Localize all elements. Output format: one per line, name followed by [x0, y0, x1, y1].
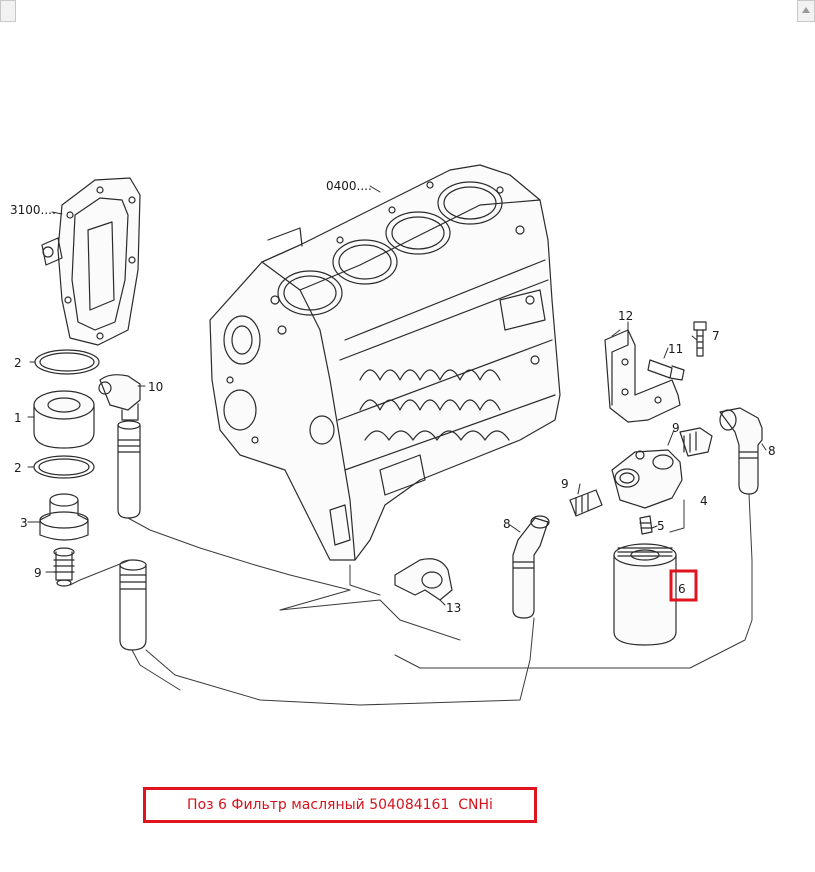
caption-text: Поз 6 Фильтр масляный 504084161 CNHi: [187, 797, 493, 813]
fitting-9-mid-part: [569, 489, 603, 517]
label-part-8-left: 8: [503, 517, 511, 531]
hose-8-left-part: [512, 515, 550, 619]
bolt-7-part: [693, 321, 707, 357]
label-part-6: 6: [678, 582, 686, 596]
label-part-1: 1: [14, 411, 22, 425]
label-group-3100: 3100....: [10, 203, 56, 217]
label-group-0400: 0400....: [326, 179, 372, 193]
label-part-12: 12: [618, 309, 633, 323]
hose-8-right-part: [719, 407, 763, 495]
seal-ring-top-part: [34, 349, 100, 375]
highlight-part-6-box: [669, 569, 698, 602]
label-part-10: 10: [148, 380, 163, 394]
label-part-11: 11: [668, 342, 683, 356]
elbow-10-part: [98, 374, 141, 421]
part-labels: 3100.... 0400.... 2 1 2 3 9 10 12 7 11 9…: [10, 179, 776, 615]
cover-plate-part: [41, 177, 141, 346]
label-part-7: 7: [712, 329, 720, 343]
label-part-9-right: 9: [672, 421, 680, 435]
engine-block: [209, 164, 561, 561]
pipe-routing-lines: [69, 329, 753, 706]
label-part-8-right: 8: [768, 444, 776, 458]
label-part-9-mid: 9: [561, 477, 569, 491]
label-part-3: 3: [20, 516, 28, 530]
filter-head-4-part: [611, 449, 683, 509]
bracket-12-part: [604, 329, 681, 423]
label-part-4: 4: [700, 494, 708, 508]
leader-lines: [27, 185, 767, 606]
scroll-left-button[interactable]: [0, 0, 16, 22]
fitting-5-part: [639, 515, 653, 535]
pipe-left-part: [117, 420, 141, 519]
label-part-13: 13: [446, 601, 461, 615]
label-part-5: 5: [657, 519, 665, 533]
cooler-housing-part: [33, 390, 95, 449]
clamp-13-part: [394, 558, 453, 601]
seal-ring-bottom-part: [33, 455, 95, 479]
fitting-9-right-part: [679, 427, 713, 457]
fitting-9-left-part: [53, 547, 75, 587]
bolt-11-part: [647, 359, 685, 381]
label-part-2-top: 2: [14, 356, 22, 370]
caption-box: Поз 6 Фильтр масляный 504084161 CNHi: [143, 787, 537, 823]
pipe-lower-part: [119, 559, 147, 651]
oil-filter-6-part: [613, 543, 677, 646]
label-part-9-left: 9: [34, 566, 42, 580]
label-part-2-bottom: 2: [14, 461, 22, 475]
connector-3-part: [39, 493, 89, 541]
